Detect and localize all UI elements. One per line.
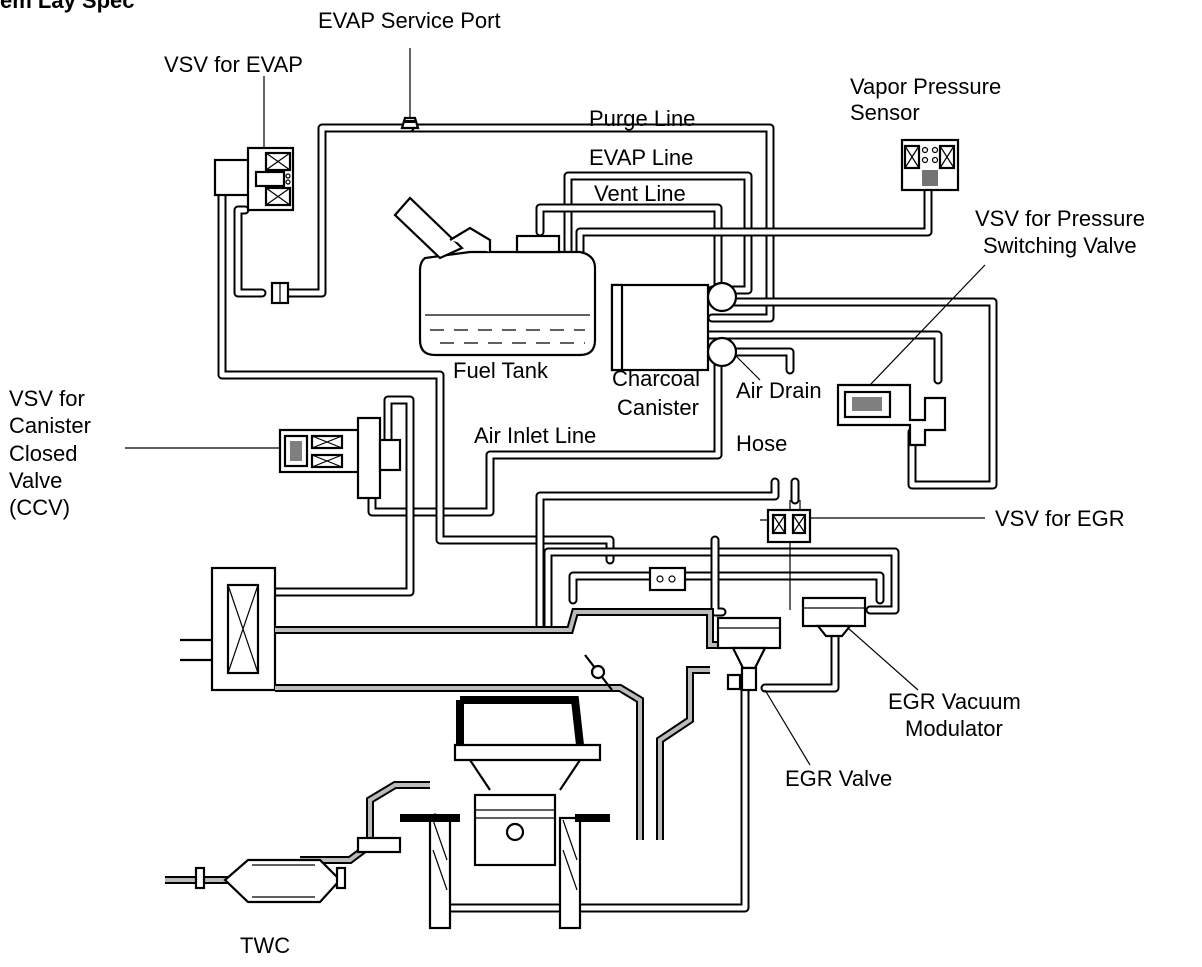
label-air-drain-hose-2: Hose [736, 431, 788, 456]
intake-manifold [275, 608, 735, 840]
air-cleaner [180, 566, 277, 692]
label-vsv-egr: VSV for EGR [995, 506, 1125, 531]
label-air-inlet-line: Air Inlet Line [474, 423, 597, 448]
vapor-pressure-sensor [900, 138, 960, 192]
egr-valve [716, 616, 782, 692]
engine [400, 696, 610, 930]
label-charcoal-canister-2: Canister [617, 395, 699, 420]
charcoal-canister [610, 281, 738, 372]
page-title-fragment: em Lay Spec [0, 0, 135, 13]
label-fuel-tank: Fuel Tank [453, 358, 548, 383]
label-egr-vacuum-modulator-1: EGR Vacuum [888, 689, 1021, 714]
label-egr-valve: EGR Valve [785, 766, 893, 791]
label-egr-vacuum-modulator-2: Modulator [905, 716, 1003, 741]
label-vsv-evap: VSV for EVAP [164, 52, 303, 77]
label-vapor-pressure-sensor-2: Sensor [850, 100, 920, 125]
vsv-ccv [125, 416, 402, 500]
label-vsv-ccv-3: Closed [9, 441, 78, 466]
label-charcoal-canister-1: Charcoal [612, 366, 701, 391]
label-twc: TWC [240, 933, 291, 958]
vsv-evap [213, 76, 295, 212]
twc-converter [194, 858, 347, 904]
label-evap-line: EVAP Line [589, 145, 694, 170]
label-air-drain-hose-1: Air Drain [736, 378, 822, 403]
vsv-egr [766, 508, 985, 544]
label-vsv-ccv-4: Valve [9, 468, 63, 493]
evap-service-port [400, 48, 420, 130]
label-evap-service-port: EVAP Service Port [318, 8, 501, 33]
label-vsv-pressure-1: VSV for Pressure [975, 206, 1145, 231]
check-valve [270, 281, 290, 305]
label-vent-line: Vent Line [594, 181, 686, 206]
exhaust [165, 781, 430, 884]
egr-line-valve [648, 566, 687, 592]
label-vsv-pressure-2: Switching Valve [983, 233, 1137, 258]
label-vsv-ccv-1: VSV for [9, 386, 85, 411]
label-vsv-ccv-2: Canister [9, 413, 91, 438]
fuel-tank [393, 196, 597, 357]
label-vapor-pressure-sensor-1: Vapor Pressure [850, 74, 1002, 99]
label-purge-line: Purge Line [589, 106, 696, 131]
leader-lines [734, 354, 811, 766]
label-vsv-ccv-5: (CCV) [9, 495, 71, 520]
egr-vacuum-modulator [801, 596, 919, 691]
vsv-pressure-switching [836, 264, 986, 447]
